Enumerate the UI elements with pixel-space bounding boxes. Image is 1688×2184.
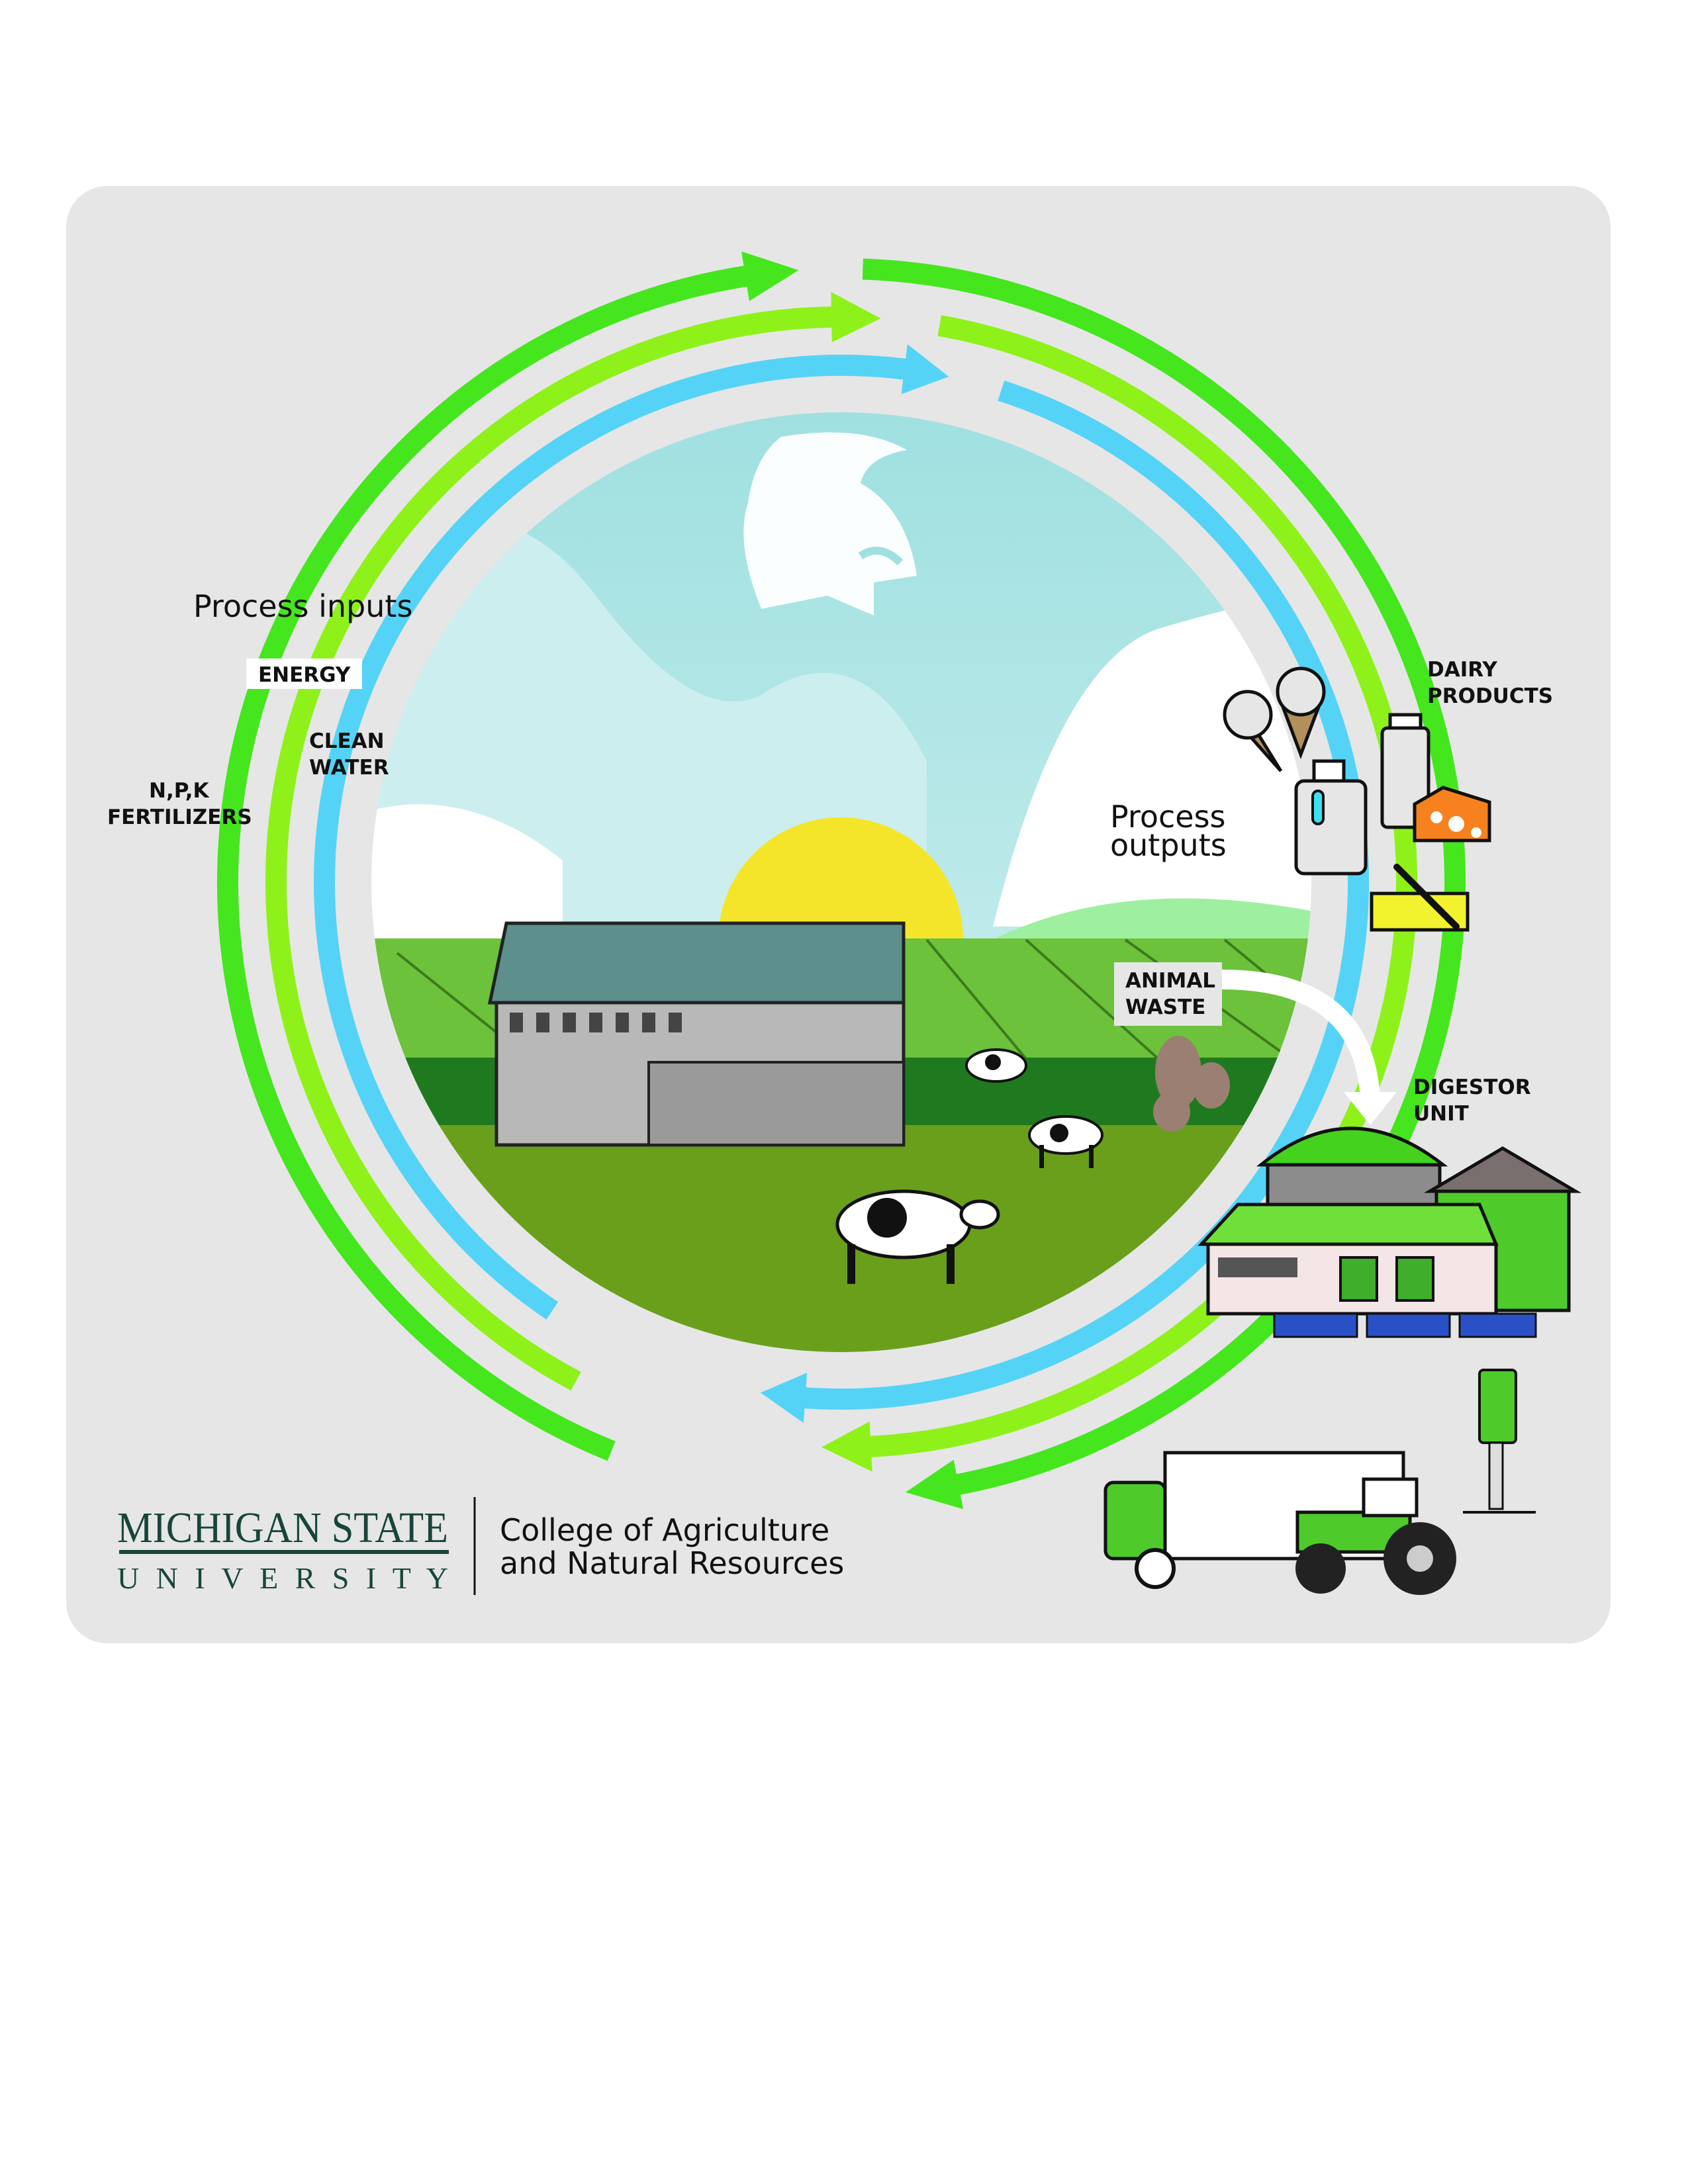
animal-waste-label: ANIMAL [1125,969,1215,993]
msu-logo: MICHIGAN STATE U N I V E R S I T Y [117,1504,449,1595]
cycle-arrow-arc [217,264,758,1461]
dairy-products-label: DAIRY [1427,658,1497,682]
college-name: and Natural Resources [500,1545,844,1581]
cycle-arrow-arc [265,306,842,1391]
cheese-icon [1413,786,1491,842]
college-name: College of Agriculture [500,1512,829,1548]
arrowhead-icon [905,1459,964,1510]
cow [965,1048,1027,1083]
tractor-icon [1295,1477,1456,1595]
digestor-unit-label: UNIT [1413,1102,1469,1126]
milk-jug-icon [1294,759,1368,876]
waste-flow-arrow [1221,970,1380,1099]
arrowhead-icon [821,1421,872,1472]
butter-icon [1370,864,1470,932]
fertilizers-label: FERTILIZERS [107,805,252,829]
cow [1028,1115,1103,1168]
cloud [371,804,563,940]
manure-pile [1153,1036,1230,1132]
ev-charger-icon [1463,1369,1536,1514]
barn [487,921,906,1147]
farm-scene [371,412,1311,1352]
arrowhead-icon [741,251,799,301]
cycle-arrow-arc [314,355,915,1320]
fertilizers-label: N,P,K [149,779,210,803]
process-outputs-title: Process [1110,799,1226,835]
arrowhead-icon [831,292,881,343]
digestor-unit-label: DIGESTOR [1413,1075,1531,1099]
dairy-products-label: PRODUCTS [1427,684,1553,708]
cloud [993,596,1311,927]
arrowhead-icon [760,1373,808,1424]
ice-cream-icon [1223,690,1283,772]
svg-text:MICHIGAN STATE: MICHIGAN STATE [117,1504,448,1552]
svg-text:U N I V E R S I T Y: U N I V E R S I T Y [117,1561,448,1595]
clean-water-label: WATER [309,756,389,780]
energy-label: ENERGY [258,663,351,687]
cow [835,1189,1000,1284]
ice-cream-icon [1276,666,1326,760]
digestor-unit [1197,1126,1582,1338]
arrowhead-icon [901,344,949,394]
spartan-helmet-icon [743,432,917,615]
animal-waste-label: WASTE [1125,995,1205,1019]
arrowhead [1344,1092,1397,1125]
process-inputs-title: Process inputs [193,588,412,624]
process-outputs-title: outputs [1110,827,1227,863]
cycle-arrow-arc [795,381,1369,1410]
solar-panel-icon [1273,1312,1537,1338]
clean-water-label: CLEAN [309,729,385,753]
truck-icon [1103,1451,1405,1589]
